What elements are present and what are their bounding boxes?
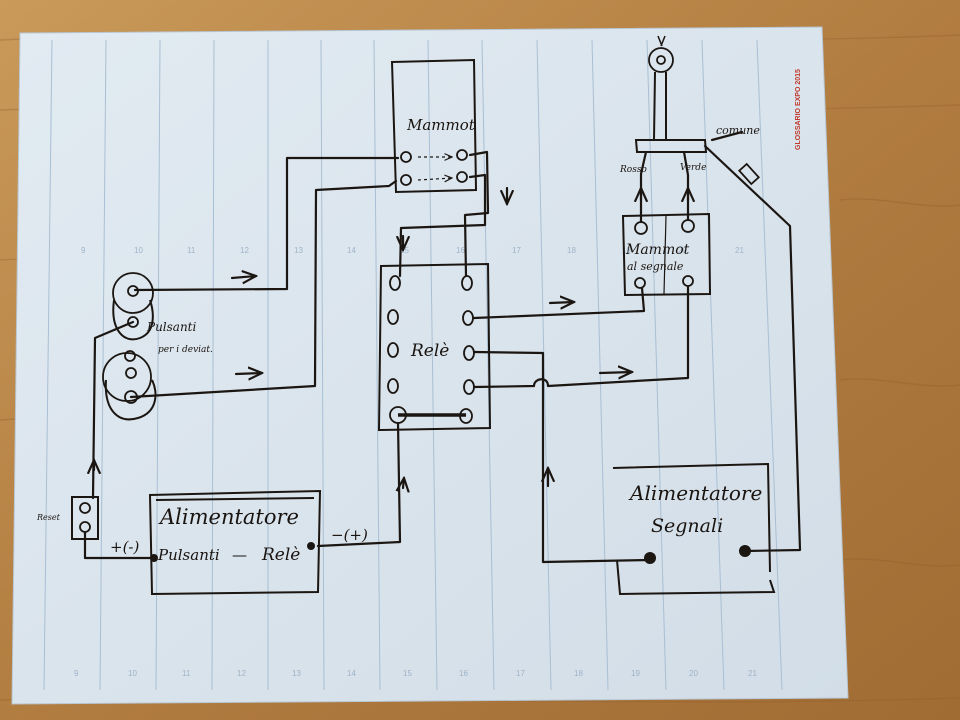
- page-number-bottom: 10: [128, 669, 137, 678]
- ruled-line: [155, 39, 161, 691]
- page-number-bottom: 21: [748, 669, 757, 678]
- psu1-left-label: Pulsanti: [157, 546, 220, 564]
- ruled-line: [481, 39, 495, 691]
- page-number-top: 20: [678, 246, 687, 255]
- rosso-label: Rosso: [619, 165, 647, 175]
- pulsanti-sublabel: per i deviat.: [158, 345, 213, 355]
- mammot-terminal: [456, 149, 468, 161]
- page-number-top: 13: [294, 246, 303, 255]
- rele-terminal: [387, 378, 399, 394]
- page-number-bottom: 12: [237, 669, 246, 678]
- page-number-top: 21: [735, 246, 744, 255]
- page-number-top: 17: [512, 246, 521, 255]
- mammot-top-block: Mammot: [390, 58, 478, 194]
- signal-head: Rosso Verde comune: [619, 35, 760, 175]
- ruled-line: [427, 39, 438, 691]
- ruled-line: [211, 39, 215, 691]
- page-number-top: 10: [134, 246, 143, 255]
- column-numbers-top: 9 10 11 12 13 14 15 16 17 18 19 20 21: [81, 246, 744, 255]
- verde-label: Verde: [680, 163, 706, 173]
- page-number-bottom: 19: [631, 669, 640, 678]
- page-number-bottom: 16: [459, 669, 468, 678]
- page-number-top: 9: [81, 246, 86, 255]
- ruled-line: [646, 39, 667, 691]
- page-number-top: 19: [622, 246, 631, 255]
- ruled-lines: [43, 39, 783, 691]
- psu1-minus-label: +(-): [110, 538, 139, 556]
- page-number-top: 18: [567, 246, 576, 255]
- mammot-top-label: Mammot: [406, 116, 476, 134]
- mammot-terminal: [400, 174, 412, 186]
- page-number-bottom: 18: [574, 669, 583, 678]
- rele-label: Relè: [410, 341, 449, 361]
- ruled-line: [320, 39, 325, 691]
- page-number-bottom: 11: [182, 669, 191, 678]
- ruled-line: [373, 39, 381, 691]
- mammot-signal-label: Mammot: [625, 242, 690, 258]
- rele-block: Relè: [377, 262, 492, 432]
- page-number-bottom: 14: [347, 669, 356, 678]
- psu-segnali: Alimentatore Segnali: [612, 462, 776, 596]
- ruled-line: [591, 39, 609, 691]
- mammot-terminal: [400, 151, 412, 163]
- mammot-terminal: [456, 171, 468, 183]
- psu2-title: Alimentatore: [628, 481, 762, 505]
- rele-terminal: [387, 342, 399, 358]
- page-number-bottom: 13: [292, 669, 301, 678]
- page-number-top: 14: [347, 246, 356, 255]
- rele-terminal: [387, 309, 399, 325]
- rele-terminal: [389, 275, 401, 291]
- psu1-title: Alimentatore: [158, 505, 299, 529]
- page-number-bottom: 15: [403, 669, 412, 678]
- wires: [83, 130, 802, 564]
- mammot-signal-sublabel: al segnale: [627, 260, 684, 273]
- psu1-dash: —: [232, 546, 247, 564]
- ruled-line: [99, 39, 107, 691]
- page-number-top: 16: [456, 246, 465, 255]
- mammot-signal-block: Mammot al segnale: [621, 212, 712, 297]
- page-number-bottom: 9: [74, 669, 79, 678]
- reset-label: Reset: [36, 513, 61, 522]
- psu1-right-label: Relè: [261, 545, 300, 565]
- sheet-brand: GLOSSARIO EXPO 2015: [795, 69, 802, 150]
- ruled-line: [756, 39, 783, 691]
- page-number-top: 12: [240, 246, 249, 255]
- psu2-sub: Segnali: [651, 515, 723, 537]
- page-number-bottom: 20: [689, 669, 698, 678]
- psu1-plus-label: −(+): [331, 526, 368, 544]
- comune-label: comune: [716, 124, 760, 137]
- pulsanti-label: Pulsanti: [146, 320, 197, 334]
- pulsanti-block: Pulsanti per i deviat.: [102, 272, 213, 421]
- ruled-line: [43, 39, 53, 691]
- page-number-top: 11: [187, 246, 196, 255]
- page-number-bottom: 17: [516, 669, 525, 678]
- psu-pulsanti-rele: Alimentatore Pulsanti — Relè +(-) −(+): [110, 489, 368, 596]
- column-numbers-bottom: 9 10 11 12 13 14 15 16 17 18 19 20 21: [74, 669, 757, 678]
